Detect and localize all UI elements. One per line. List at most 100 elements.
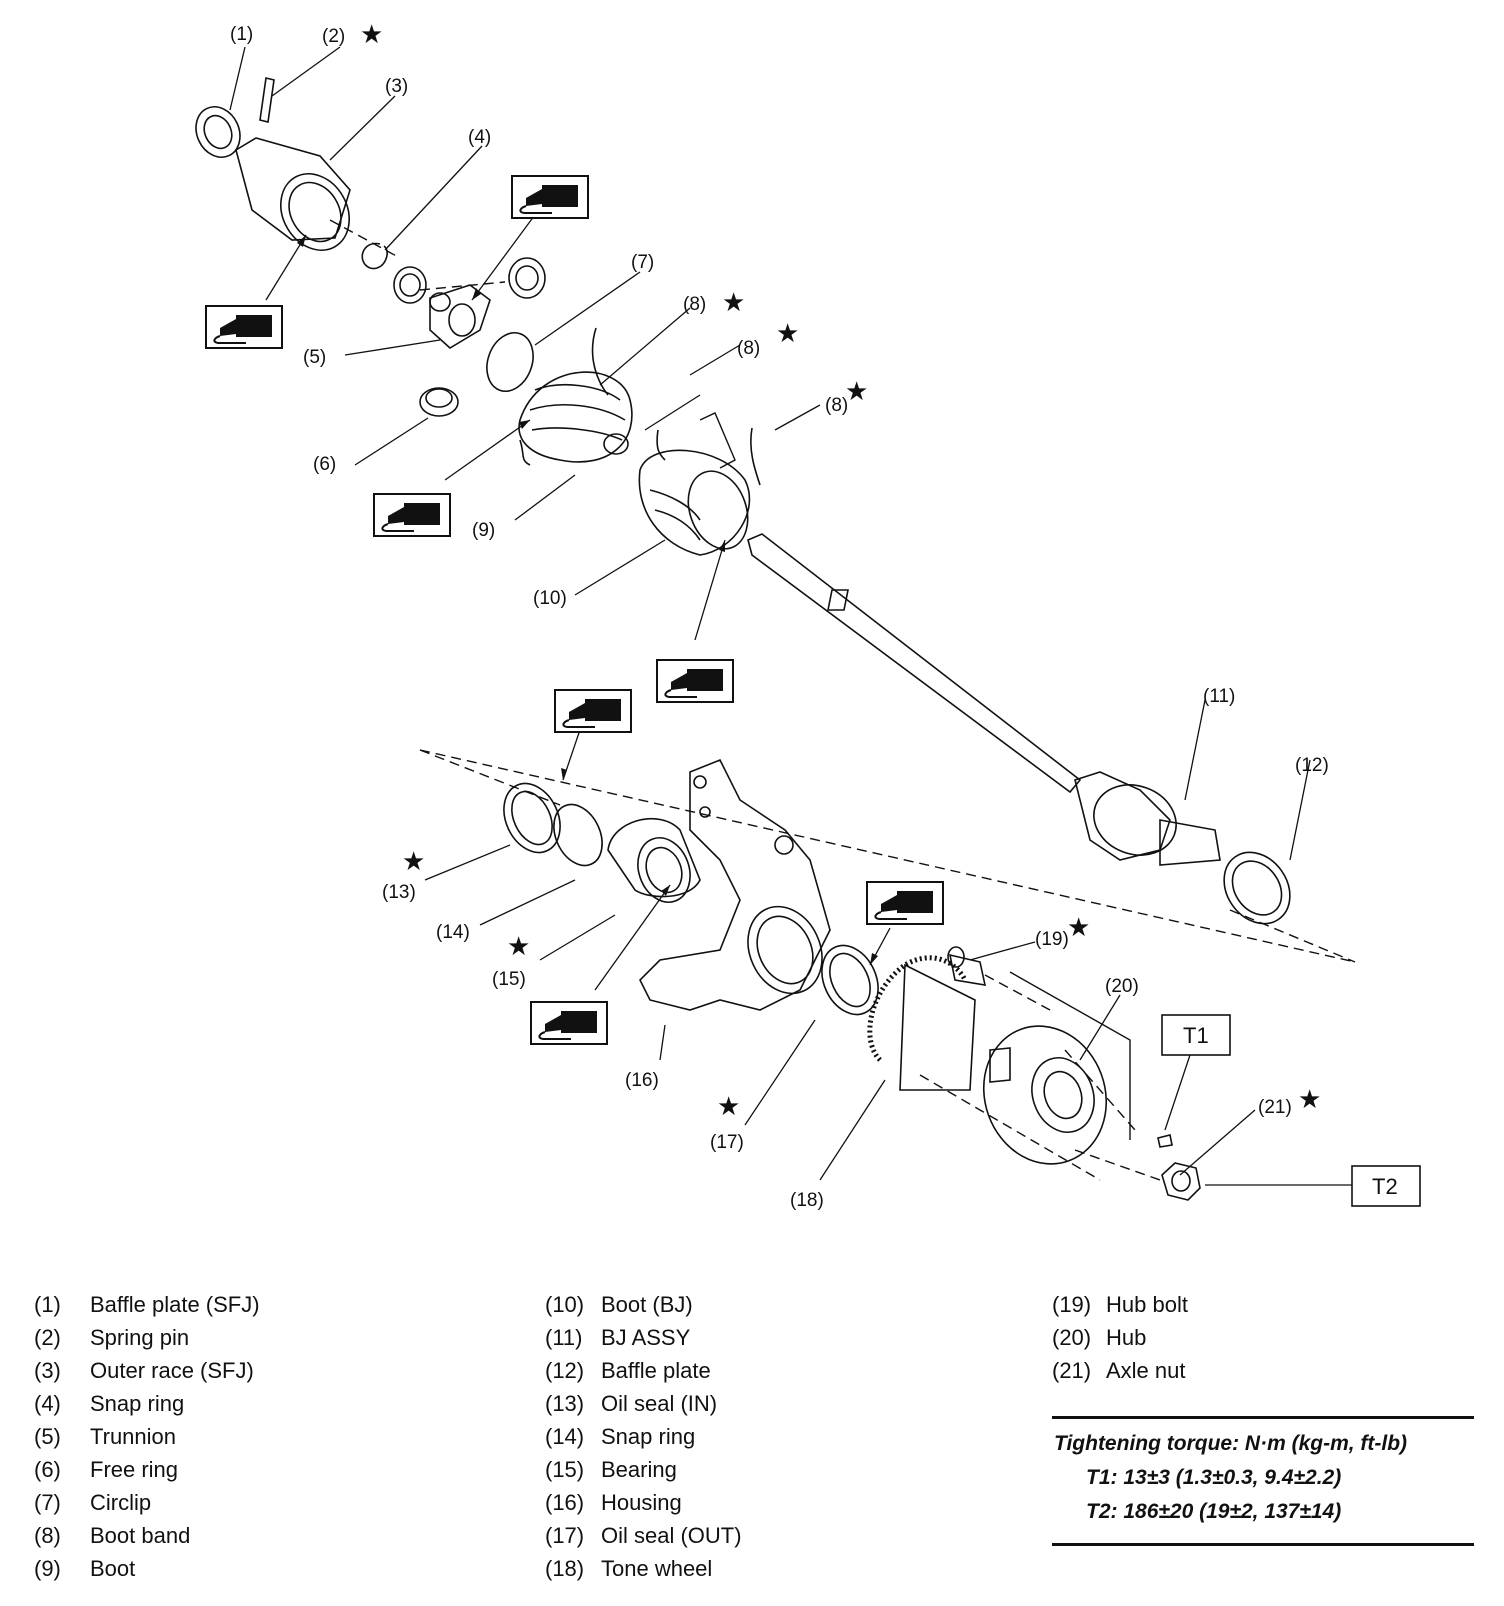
callout-6: (6)	[313, 454, 336, 475]
legend-item-name: Housing	[601, 1489, 682, 1515]
legend-item-name: Snap ring	[90, 1390, 185, 1416]
legend-item-name: Outer race (SFJ)	[90, 1357, 254, 1383]
legend-item: (4) Snap ring	[34, 1387, 454, 1420]
callout-5: (5)	[303, 347, 326, 368]
legend-item: (18)Tone wheel	[545, 1552, 965, 1585]
outer-race-sfj	[235, 137, 351, 241]
legend-item-number: (1)	[34, 1291, 61, 1317]
callout-19: (19)	[1035, 929, 1069, 950]
legend-item-number: (6)	[34, 1456, 61, 1482]
callout-14: (14)	[436, 922, 470, 943]
legend-item-name: Axle nut	[1106, 1357, 1186, 1383]
legend-column-1: (1)Baffle plate (SFJ) (2) Spring pin (3) Out…	[34, 1288, 454, 1585]
legend-item-number: (16)	[545, 1489, 585, 1515]
boot-bj	[638, 449, 751, 556]
legend-item: (13) Oil seal (IN)	[545, 1387, 965, 1420]
callout-8: (8)	[683, 294, 706, 315]
legend-item-number: (15)	[545, 1456, 585, 1482]
axle-shaft	[747, 533, 1082, 794]
legend-item: (10) Boot (BJ)	[545, 1288, 965, 1321]
grease-icon	[511, 175, 589, 219]
legend-item-number: (12)	[545, 1357, 585, 1383]
legend-item-number: (3)	[34, 1357, 61, 1383]
legend-item-number: (5)	[34, 1423, 61, 1449]
torque-t1: T1: 13±3 (1.3±0.3, 9.4±2.2)	[1086, 1466, 1342, 1489]
exploded-view-diagram: (1) (2) (3) (4) (5) (6) (7) (8) (8) (8) …	[195, 19, 1421, 1211]
legend-item-number: (4)	[34, 1390, 61, 1416]
star-icon: ★	[360, 19, 383, 49]
legend-item-number: (10)	[545, 1291, 585, 1317]
callout-4: (4)	[468, 127, 491, 148]
baffle-plate-sfj	[195, 106, 241, 158]
callout-17: (17)	[710, 1132, 744, 1153]
t1-label: T1	[1183, 1023, 1209, 1048]
housing	[639, 758, 831, 1011]
legend-item-name: Oil seal (IN)	[601, 1390, 718, 1416]
legend-item-number: (2)	[34, 1324, 61, 1350]
oil-seal-in	[503, 782, 561, 854]
legend-item-name: Tone wheel	[601, 1555, 713, 1581]
legend-item: (5) Trunnion	[34, 1420, 454, 1453]
legend-item: (11)BJ ASSY	[545, 1321, 965, 1354]
tightening-torque-box: Tightening torque: N·m (kg-m, ft-lb) T1:…	[1052, 1416, 1474, 1546]
callout-21: (21)	[1258, 1097, 1292, 1118]
boot-band	[591, 327, 609, 396]
bearing	[607, 817, 701, 903]
callout-8: (8)	[825, 395, 848, 416]
snap-ring	[361, 242, 388, 270]
legend-item: (19)Hub bolt	[1052, 1288, 1472, 1321]
t1-box	[1161, 1014, 1231, 1056]
legend-item-name: Trunnion	[90, 1423, 177, 1449]
legend-item-name: Circlip	[90, 1489, 152, 1515]
oil-seal-out	[821, 944, 879, 1016]
callout-15: (15)	[492, 969, 526, 990]
legend-item: (14) Snap ring	[545, 1420, 965, 1453]
callout-10: (10)	[533, 588, 567, 609]
trunnion	[393, 257, 546, 349]
hub-bolt	[948, 953, 987, 986]
star-icon: ★	[717, 1091, 740, 1121]
star-icon: ★	[1298, 1084, 1321, 1114]
hub	[982, 1025, 1108, 1165]
callout-13: (13)	[382, 882, 416, 903]
legend-item-name: Boot	[90, 1555, 136, 1581]
callout-16: (16)	[625, 1070, 659, 1091]
star-icon: ★	[507, 931, 530, 961]
legend-item: (1)Baffle plate (SFJ)	[34, 1288, 454, 1321]
legend-item-name: BJ ASSY	[601, 1324, 691, 1350]
star-markers: ★ ★ ★ ★ ★ ★ ★ ★ ★	[360, 19, 1321, 1121]
free-ring	[419, 387, 459, 417]
legend-item: (7) Circlip	[34, 1486, 454, 1519]
tone-wheel	[867, 955, 976, 1091]
legend-item-name: Snap ring	[601, 1423, 696, 1449]
legend-item: (15)Bearing	[545, 1453, 965, 1486]
spring-pin	[259, 77, 275, 123]
grease-icon	[656, 659, 734, 703]
t2-box	[1351, 1165, 1421, 1207]
legend-item-number: (17)	[545, 1522, 585, 1548]
legend-item-name: Boot (BJ)	[601, 1291, 693, 1317]
legend-item-number: (7)	[34, 1489, 61, 1515]
legend-item: (20)Hub	[1052, 1321, 1472, 1354]
star-icon: ★	[1067, 912, 1090, 942]
callout-18: (18)	[790, 1190, 824, 1211]
grease-icon	[373, 493, 451, 537]
axle-nut	[1161, 1162, 1201, 1201]
t2-label: T2	[1372, 1174, 1398, 1199]
bj-assy	[1074, 771, 1221, 866]
legend-item-number: (9)	[34, 1555, 61, 1581]
callout-8: (8)	[737, 338, 760, 359]
grease-icon	[205, 305, 283, 349]
legend-item-number: (14)	[545, 1423, 585, 1449]
legend-item-name: Hub	[1106, 1324, 1147, 1350]
circlip	[486, 332, 534, 392]
legend-item-name: Free ring	[90, 1456, 179, 1482]
legend-item-name: Boot band	[90, 1522, 191, 1548]
star-icon: ★	[722, 287, 745, 317]
legend-item-name: Spring pin	[90, 1324, 190, 1350]
grease-icon	[554, 689, 632, 733]
callout-20: (20)	[1105, 976, 1139, 997]
legend-item-number: (13)	[545, 1390, 585, 1416]
star-icon: ★	[402, 846, 425, 876]
callout-3: (3)	[385, 76, 408, 97]
